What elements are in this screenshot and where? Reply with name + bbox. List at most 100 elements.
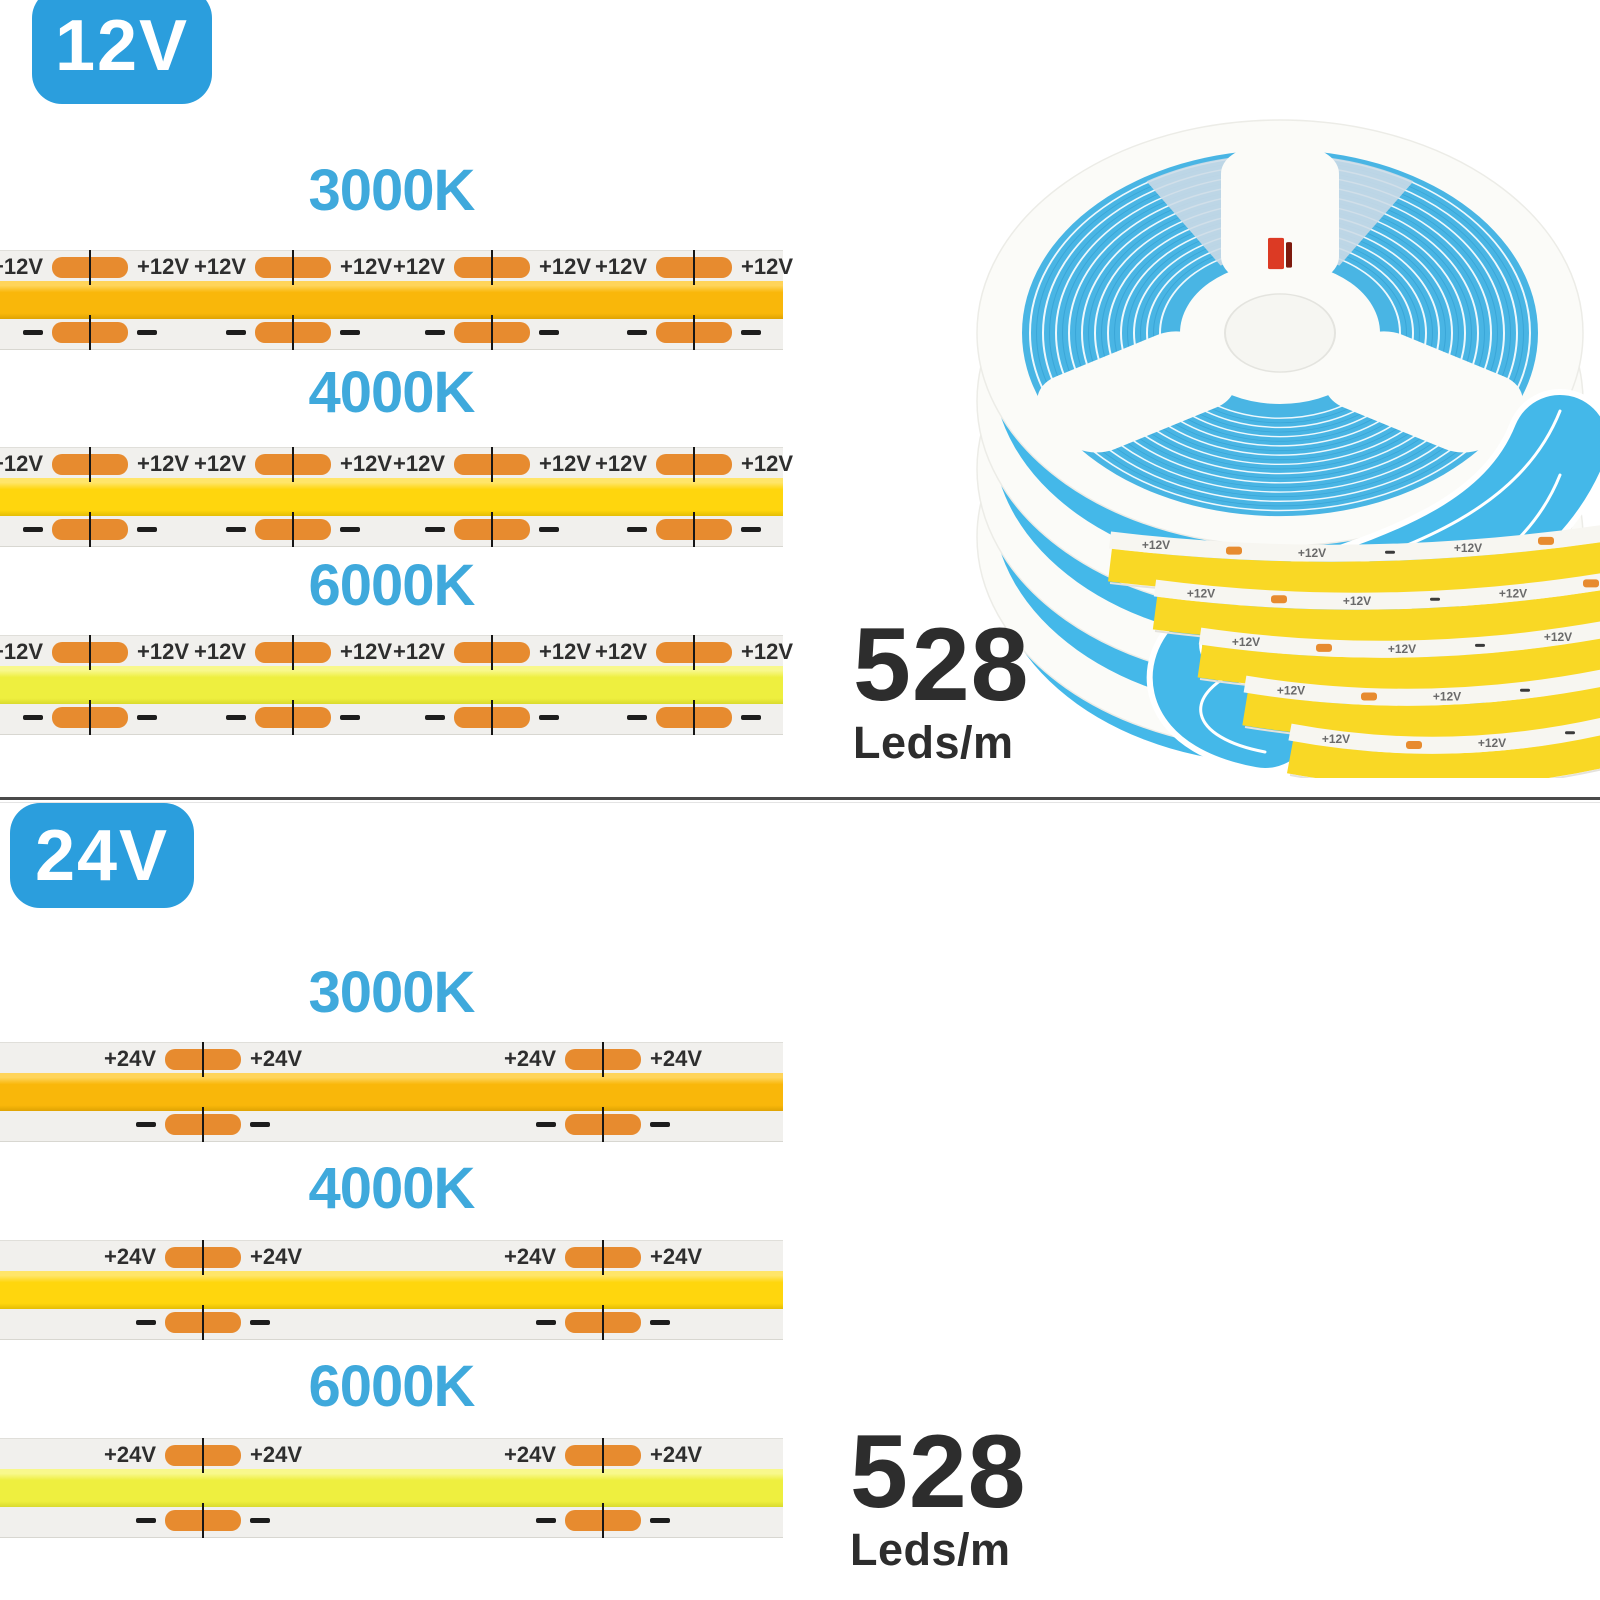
solder-pad	[52, 699, 128, 735]
voltage-marking: +12V	[340, 639, 392, 664]
cascade-voltage-marking: +12V	[1187, 586, 1215, 600]
solder-pad	[52, 634, 128, 670]
pad-group-negative	[136, 1304, 270, 1340]
cascade-voltage-marking: +12V	[1298, 546, 1326, 560]
minus-marking	[539, 714, 559, 720]
pad-group-negative	[627, 699, 761, 735]
minus-marking	[627, 526, 647, 532]
pad-group-negative	[226, 314, 360, 350]
minus-marking	[741, 714, 761, 720]
minus-marking	[536, 1121, 556, 1127]
pad-group-positive: +12V+12V	[0, 249, 189, 285]
minus-marking	[340, 714, 360, 720]
minus-marking	[627, 714, 647, 720]
reel-spoke	[1221, 146, 1339, 284]
reel-photo-12v: +12V+12V+12V+12V+12V+12V+12V+12V+12V+12V…	[976, 119, 1600, 778]
minus-marking	[250, 1121, 270, 1127]
voltage-marking: +24V	[250, 1442, 302, 1467]
pad-group-positive: +12V+12V	[194, 446, 392, 482]
solder-pad	[255, 511, 331, 547]
pad-group-positive: +24V+24V	[104, 1041, 302, 1077]
pad-group-positive: +12V+12V	[194, 249, 392, 285]
solder-pad	[255, 249, 331, 285]
voltage-marking: +12V	[595, 254, 647, 279]
temp-label-6000k-24v: 6000K	[308, 1354, 476, 1419]
solder-pad	[656, 314, 732, 350]
temp-label-4000k-12v: 4000K	[308, 360, 476, 425]
led-count-unit: Leds/m	[850, 1524, 1011, 1575]
cob-light-band	[0, 666, 783, 704]
cascade-solder-pad	[1226, 546, 1242, 555]
minus-marking	[425, 329, 445, 335]
wire-lead	[1286, 242, 1292, 268]
minus-marking	[741, 329, 761, 335]
cascade-voltage-marking: +12V	[1478, 736, 1506, 750]
led-density-24v: 528 Leds/m	[850, 1414, 1027, 1575]
minus-marking	[136, 1517, 156, 1523]
solder-pad	[165, 1041, 241, 1077]
voltage-marking: +24V	[504, 1244, 556, 1269]
minus-marking	[226, 526, 246, 532]
solder-pad	[656, 249, 732, 285]
pad-group-negative	[425, 511, 559, 547]
voltage-marking: +12V	[595, 639, 647, 664]
cascade-voltage-marking: +12V	[1142, 538, 1170, 552]
minus-marking	[539, 526, 559, 532]
pad-group-negative	[136, 1502, 270, 1538]
cob-light-band	[0, 281, 783, 319]
solder-pad	[52, 446, 128, 482]
led-strip-4000k-24v: +24V+24V+24V+24V	[0, 1239, 783, 1340]
voltage-badge-24v: 24V	[10, 803, 194, 908]
cascade-voltage-marking: +12V	[1544, 630, 1572, 644]
pad-group-positive: +24V+24V	[504, 1437, 702, 1473]
voltage-marking: +12V	[137, 451, 189, 476]
cascade-solder-pad	[1406, 741, 1422, 750]
minus-marking	[136, 1121, 156, 1127]
solder-pad	[454, 699, 530, 735]
solder-pad	[165, 1502, 241, 1538]
voltage-marking: +12V	[194, 451, 246, 476]
solder-pad	[165, 1437, 241, 1473]
minus-marking	[536, 1517, 556, 1523]
voltage-marking: +12V	[393, 451, 445, 476]
led-strip-3000k-24v: +24V+24V +24V+24V	[0, 1041, 783, 1142]
voltage-marking: +12V	[539, 639, 591, 664]
solder-pad	[165, 1239, 241, 1275]
solder-pad	[52, 511, 128, 547]
minus-marking	[137, 526, 157, 532]
cascade-minus-marking	[1475, 643, 1485, 647]
pad-group-positive: +12V +12V	[194, 634, 392, 670]
minus-marking	[741, 526, 761, 532]
cascade-voltage-marking: +12V	[1454, 541, 1482, 555]
solder-pad	[165, 1106, 241, 1142]
pad-group-positive: +24V+24V	[104, 1239, 302, 1275]
solder-pad	[52, 249, 128, 285]
minus-marking	[539, 329, 559, 335]
voltage-marking: +12V	[0, 639, 43, 664]
minus-marking	[536, 1319, 556, 1325]
cascade-solder-pad	[1538, 536, 1554, 545]
voltage-marking: +12V	[595, 451, 647, 476]
voltage-marking: +12V	[194, 639, 246, 664]
voltage-marking: +12V	[0, 254, 43, 279]
solder-pad	[656, 511, 732, 547]
minus-marking	[23, 329, 43, 335]
pad-group-negative	[536, 1304, 670, 1340]
voltage-marking: +12V	[539, 254, 591, 279]
minus-marking	[137, 714, 157, 720]
led-strip-4000k-12v: +12V+12V+12V+12V+12V+12V+12V+12V	[0, 446, 793, 547]
cascade-voltage-marking: +12V	[1322, 732, 1350, 746]
voltage-marking: +24V	[650, 1244, 702, 1269]
minus-marking	[226, 329, 246, 335]
led-count-number: 528	[850, 1414, 1027, 1530]
voltage-marking: +24V	[250, 1244, 302, 1269]
cascade-minus-marking	[1430, 597, 1440, 601]
minus-marking	[137, 329, 157, 335]
voltage-marking: +12V	[137, 639, 189, 664]
voltage-marking: +24V	[104, 1442, 156, 1467]
pad-group-positive: +24V+24V	[504, 1041, 702, 1077]
temp-label-6000k-12v: 6000K	[308, 553, 476, 618]
cascade-voltage-marking: +12V	[1499, 586, 1527, 600]
section-divider-shadow	[0, 802, 1600, 803]
